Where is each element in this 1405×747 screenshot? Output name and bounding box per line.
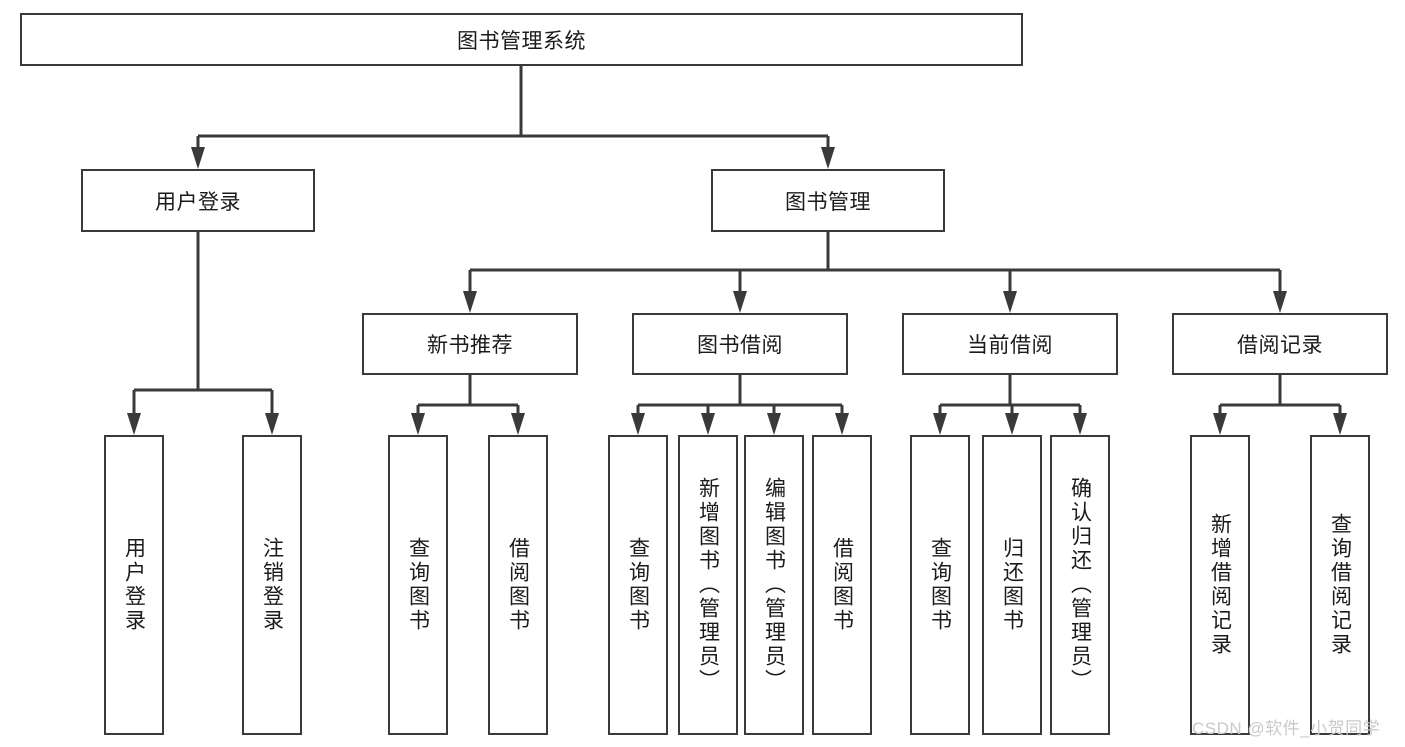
- node-new-book-recommend[interactable]: 新书推荐: [362, 313, 578, 375]
- watermark-text: CSDN @软件_小贺同学: [1192, 719, 1381, 738]
- connector-arrowhead: [1005, 413, 1019, 435]
- connector-arrowhead: [767, 413, 781, 435]
- node-leaf-logout[interactable]: 注销登录: [242, 435, 302, 735]
- node-label: 新书推荐: [427, 334, 513, 357]
- node-label: 查询图书: [626, 537, 650, 633]
- node-label: 图书管理: [785, 190, 871, 214]
- node-leaf-return-book[interactable]: 归还图书: [982, 435, 1042, 735]
- connector-arrowhead: [1003, 291, 1017, 313]
- node-label: 用户登录: [155, 190, 241, 214]
- connector-arrowhead: [411, 413, 425, 435]
- node-label: 图书管理系统: [457, 29, 586, 53]
- connector-arrowhead: [1273, 291, 1287, 313]
- node-borrow-record[interactable]: 借阅记录: [1172, 313, 1388, 375]
- node-label: 图书借阅: [697, 334, 783, 357]
- connector-arrowhead: [835, 413, 849, 435]
- node-book-manage[interactable]: 图书管理: [711, 169, 945, 232]
- node-label: 编辑图书（管理员）: [762, 477, 786, 693]
- node-label: 确认归还（管理员）: [1068, 477, 1092, 693]
- node-label: 注销登录: [260, 537, 284, 633]
- node-label: 用户登录: [122, 537, 146, 633]
- connector-group: [127, 66, 1347, 435]
- connector-arrowhead: [631, 413, 645, 435]
- node-leaf-add-book[interactable]: 新增图书（管理员）: [678, 435, 738, 735]
- connector-arrowhead: [933, 413, 947, 435]
- node-label: 借阅图书: [506, 537, 530, 633]
- connector-arrowhead: [1333, 413, 1347, 435]
- node-leaf-confirm-return[interactable]: 确认归还（管理员）: [1050, 435, 1110, 735]
- node-leaf-query-book-cur[interactable]: 查询图书: [910, 435, 970, 735]
- node-leaf-borrow-book[interactable]: 借阅图书: [812, 435, 872, 735]
- node-leaf-borrow-book-rec[interactable]: 借阅图书: [488, 435, 548, 735]
- node-leaf-user-login[interactable]: 用户登录: [104, 435, 164, 735]
- connector-arrowhead: [191, 147, 205, 169]
- node-label: 借阅图书: [830, 537, 854, 633]
- connector-arrowhead: [1073, 413, 1087, 435]
- connector-arrowhead: [821, 147, 835, 169]
- connector-arrowhead: [1213, 413, 1227, 435]
- node-leaf-query-record[interactable]: 查询借阅记录: [1310, 435, 1370, 735]
- node-leaf-add-record[interactable]: 新增借阅记录: [1190, 435, 1250, 735]
- node-label: 归还图书: [1000, 537, 1024, 633]
- node-label: 当前借阅: [967, 334, 1053, 357]
- node-label: 新增借阅记录: [1208, 513, 1232, 657]
- connector-arrowhead: [511, 413, 525, 435]
- node-leaf-query-book[interactable]: 查询图书: [608, 435, 668, 735]
- connector-arrowhead: [701, 413, 715, 435]
- connector-arrowhead: [265, 413, 279, 435]
- connector-arrowhead: [733, 291, 747, 313]
- node-label: 新增图书（管理员）: [696, 477, 720, 693]
- node-root[interactable]: 图书管理系统: [20, 13, 1023, 66]
- node-label: 查询图书: [406, 537, 430, 633]
- node-user-login[interactable]: 用户登录: [81, 169, 315, 232]
- node-leaf-query-book-rec[interactable]: 查询图书: [388, 435, 448, 735]
- connector-arrowhead: [463, 291, 477, 313]
- node-book-borrow[interactable]: 图书借阅: [632, 313, 848, 375]
- node-label: 借阅记录: [1237, 334, 1323, 357]
- node-label: 查询借阅记录: [1328, 513, 1352, 657]
- node-leaf-edit-book[interactable]: 编辑图书（管理员）: [744, 435, 804, 735]
- connector-arrowhead: [127, 413, 141, 435]
- node-label: 查询图书: [928, 537, 952, 633]
- node-current-borrow[interactable]: 当前借阅: [902, 313, 1118, 375]
